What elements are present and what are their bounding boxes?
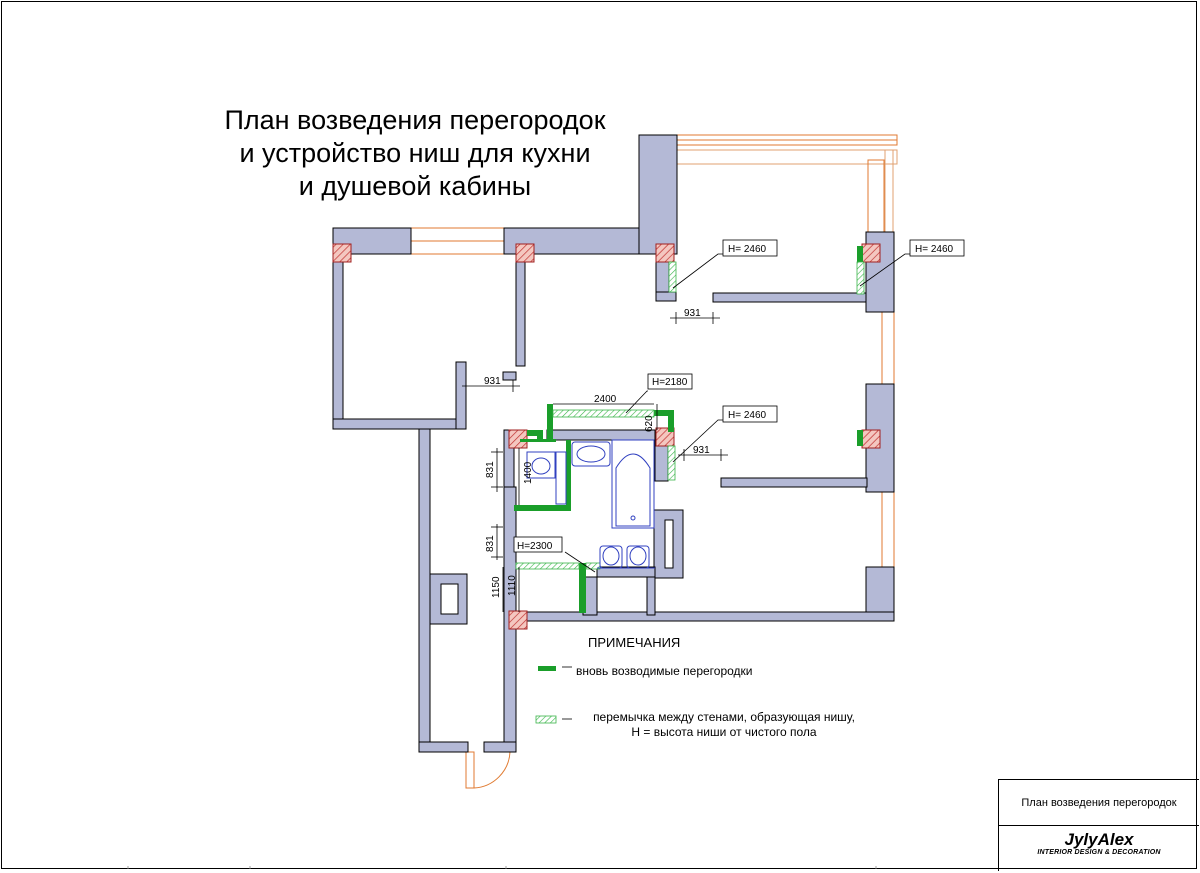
column xyxy=(515,243,535,263)
washbasin-cabinet xyxy=(526,451,556,479)
window-right-middle xyxy=(881,309,895,387)
niche-label: H= 2460 xyxy=(915,244,954,255)
wall-bedroom1-right-low xyxy=(712,292,869,303)
column xyxy=(332,243,352,263)
niche-bedroom-right xyxy=(856,261,865,295)
wall-loggia-bottom xyxy=(418,741,469,753)
dimension-label: 2400 xyxy=(594,394,617,405)
note-niche-lintel: перемычка между стенами, образующая нишу… xyxy=(593,710,855,739)
plan-title: План возведения перегородок и устройство… xyxy=(224,105,606,201)
bathroom-fixtures xyxy=(526,439,655,569)
column xyxy=(861,243,881,263)
wall-bedroom1-bottom xyxy=(655,291,677,302)
notes-heading: ПРИМЕЧАНИЯ xyxy=(588,635,681,650)
window-right-lower xyxy=(881,491,895,568)
column xyxy=(655,427,675,447)
niche-bedroom1 xyxy=(668,261,677,293)
title-block: План возведения перегородок JylyAlex INT… xyxy=(998,779,1199,871)
wall-top-riser xyxy=(638,134,678,255)
wall-balcony-bottom xyxy=(483,741,517,753)
wall-left-stub xyxy=(455,361,467,430)
column xyxy=(508,610,528,630)
dimension-lines xyxy=(462,312,728,612)
legend-new-partition-swatch xyxy=(538,666,556,671)
legend-symbols xyxy=(535,666,572,724)
wall-corridor-left xyxy=(418,428,431,753)
wall-left-bottom xyxy=(332,418,467,430)
niche-label: H=2180 xyxy=(652,377,688,388)
column xyxy=(861,429,881,449)
wall-bedroom2-divider xyxy=(720,477,868,488)
niche-lintels xyxy=(515,261,865,570)
dimension-labels: 931 931 2400 620 931 831 1400 831 1150 1… xyxy=(484,308,710,598)
edge-ticks xyxy=(127,866,877,869)
wall-bottom xyxy=(515,611,895,622)
dimension-label: 1150 xyxy=(491,576,502,598)
brand-block: JylyAlex INTERIOR DESIGN & DECORATION xyxy=(999,826,1199,871)
wall-bath-shelf xyxy=(596,566,656,578)
shower-tray xyxy=(611,439,655,529)
niche-shower xyxy=(667,445,676,481)
wall-kitchen-divider xyxy=(515,253,526,367)
brand-name: JylyAlex xyxy=(1064,830,1134,849)
column xyxy=(655,243,675,263)
dimension-label: 931 xyxy=(693,445,710,456)
dimension-label: 831 xyxy=(485,535,496,552)
niche-label: H= 2460 xyxy=(728,244,767,255)
note-new-partitions: вновь возводимые перегородки xyxy=(576,664,753,678)
dimension-label: 620 xyxy=(644,415,655,432)
balcony-door xyxy=(465,751,475,789)
niche-label: H=2300 xyxy=(517,541,553,552)
dimension-label: 931 xyxy=(684,308,701,319)
wall-bathroom-right xyxy=(654,440,669,482)
niche-kitchen xyxy=(552,409,655,418)
dimension-label: 831 xyxy=(485,461,496,478)
niche-toilet xyxy=(515,562,580,570)
niche-label: H= 2460 xyxy=(728,410,767,421)
sink xyxy=(571,441,611,467)
wall-corridor-upper xyxy=(502,371,517,381)
dimension-label: 1110 xyxy=(507,575,518,596)
wall-shower-top xyxy=(546,429,656,441)
sheet-title: План возведения перегородок xyxy=(999,780,1199,826)
wall-outer-left xyxy=(332,244,344,430)
dimension-label: 931 xyxy=(484,376,501,387)
window-right-upper xyxy=(867,159,885,233)
niche-label-boxes xyxy=(513,239,965,553)
brand-subtitle: INTERIOR DESIGN & DECORATION xyxy=(1037,849,1161,856)
leader-lines xyxy=(564,253,910,573)
columns xyxy=(332,243,881,630)
niche-labels: H= 2460 H= 2460 H=2180 H= 2460 H=2300 xyxy=(517,244,954,552)
legend-niche-swatch xyxy=(535,715,557,724)
dimension-label: 1400 xyxy=(523,461,534,484)
wall-storage-right xyxy=(646,576,656,616)
